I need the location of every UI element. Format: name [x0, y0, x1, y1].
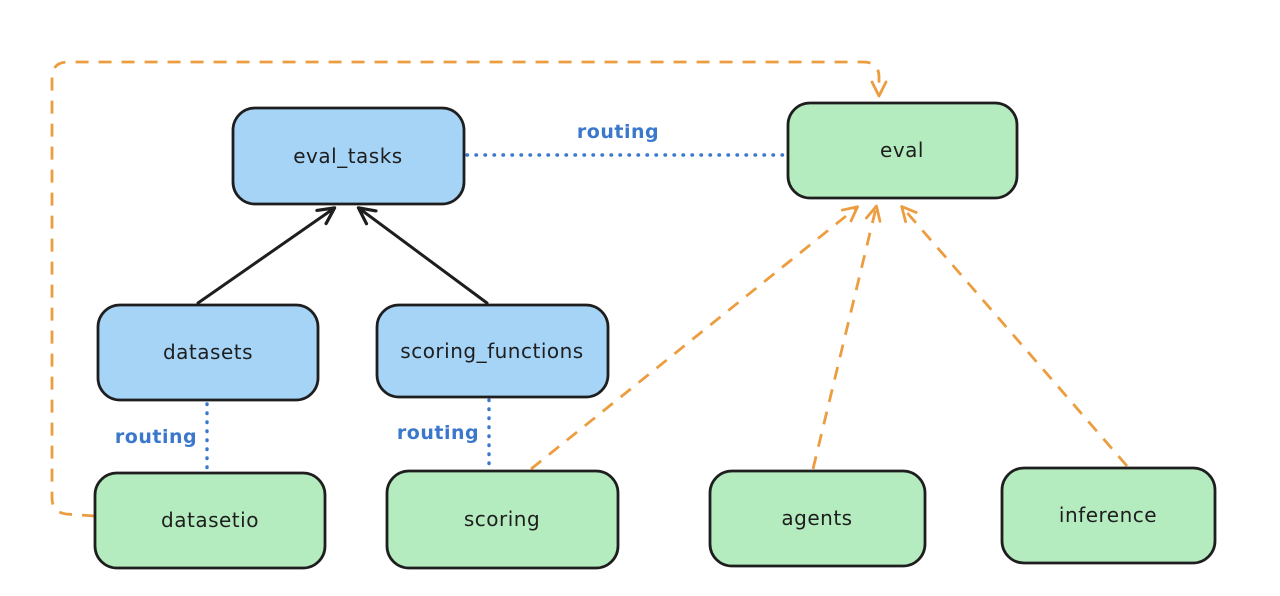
node-scoring-box	[385, 469, 620, 570]
node-datasets-box	[96, 303, 320, 402]
routing-label-scoring-functions-scoring: routing	[397, 422, 479, 444]
node-datasetio: datasetio	[93, 471, 327, 570]
node-datasetio-box	[93, 471, 327, 570]
node-eval-tasks-box	[231, 106, 466, 206]
node-inference-box	[1000, 466, 1217, 565]
routing-label-eval-tasks-eval: routing	[577, 121, 659, 143]
edge-scoring-functions-to-eval-tasks	[356, 206, 489, 305]
node-eval-box	[786, 101, 1019, 200]
node-eval-label: eval	[880, 138, 924, 162]
routing-label-datasets-datasetio: routing	[115, 426, 197, 448]
node-datasetio-label: datasetio	[161, 508, 259, 532]
node-scoring-functions-box	[375, 303, 610, 399]
edge-inference-to-eval	[900, 205, 1129, 467]
node-eval-tasks-label: eval_tasks	[293, 144, 402, 168]
edge-scoring-to-eval	[530, 205, 859, 471]
node-datasets: datasets	[96, 303, 320, 402]
edge-agents-to-eval	[811, 204, 882, 470]
node-scoring: scoring	[385, 469, 620, 570]
node-agents: agents	[708, 469, 927, 568]
node-eval-tasks: eval_tasks	[231, 106, 466, 206]
edge-datasetio-to-eval-loop	[50, 60, 888, 518]
node-datasets-label: datasets	[163, 340, 253, 364]
node-scoring-label: scoring	[464, 507, 540, 531]
node-eval: eval	[786, 101, 1019, 200]
node-scoring-functions-label: scoring_functions	[400, 339, 583, 363]
node-agents-label: agents	[781, 506, 852, 530]
node-agents-box	[708, 469, 927, 568]
edge-datasets-to-eval-tasks	[196, 206, 337, 305]
node-inference-label: inference	[1059, 503, 1157, 527]
node-inference: inference	[1000, 466, 1217, 565]
node-scoring-functions: scoring_functions	[375, 303, 610, 399]
